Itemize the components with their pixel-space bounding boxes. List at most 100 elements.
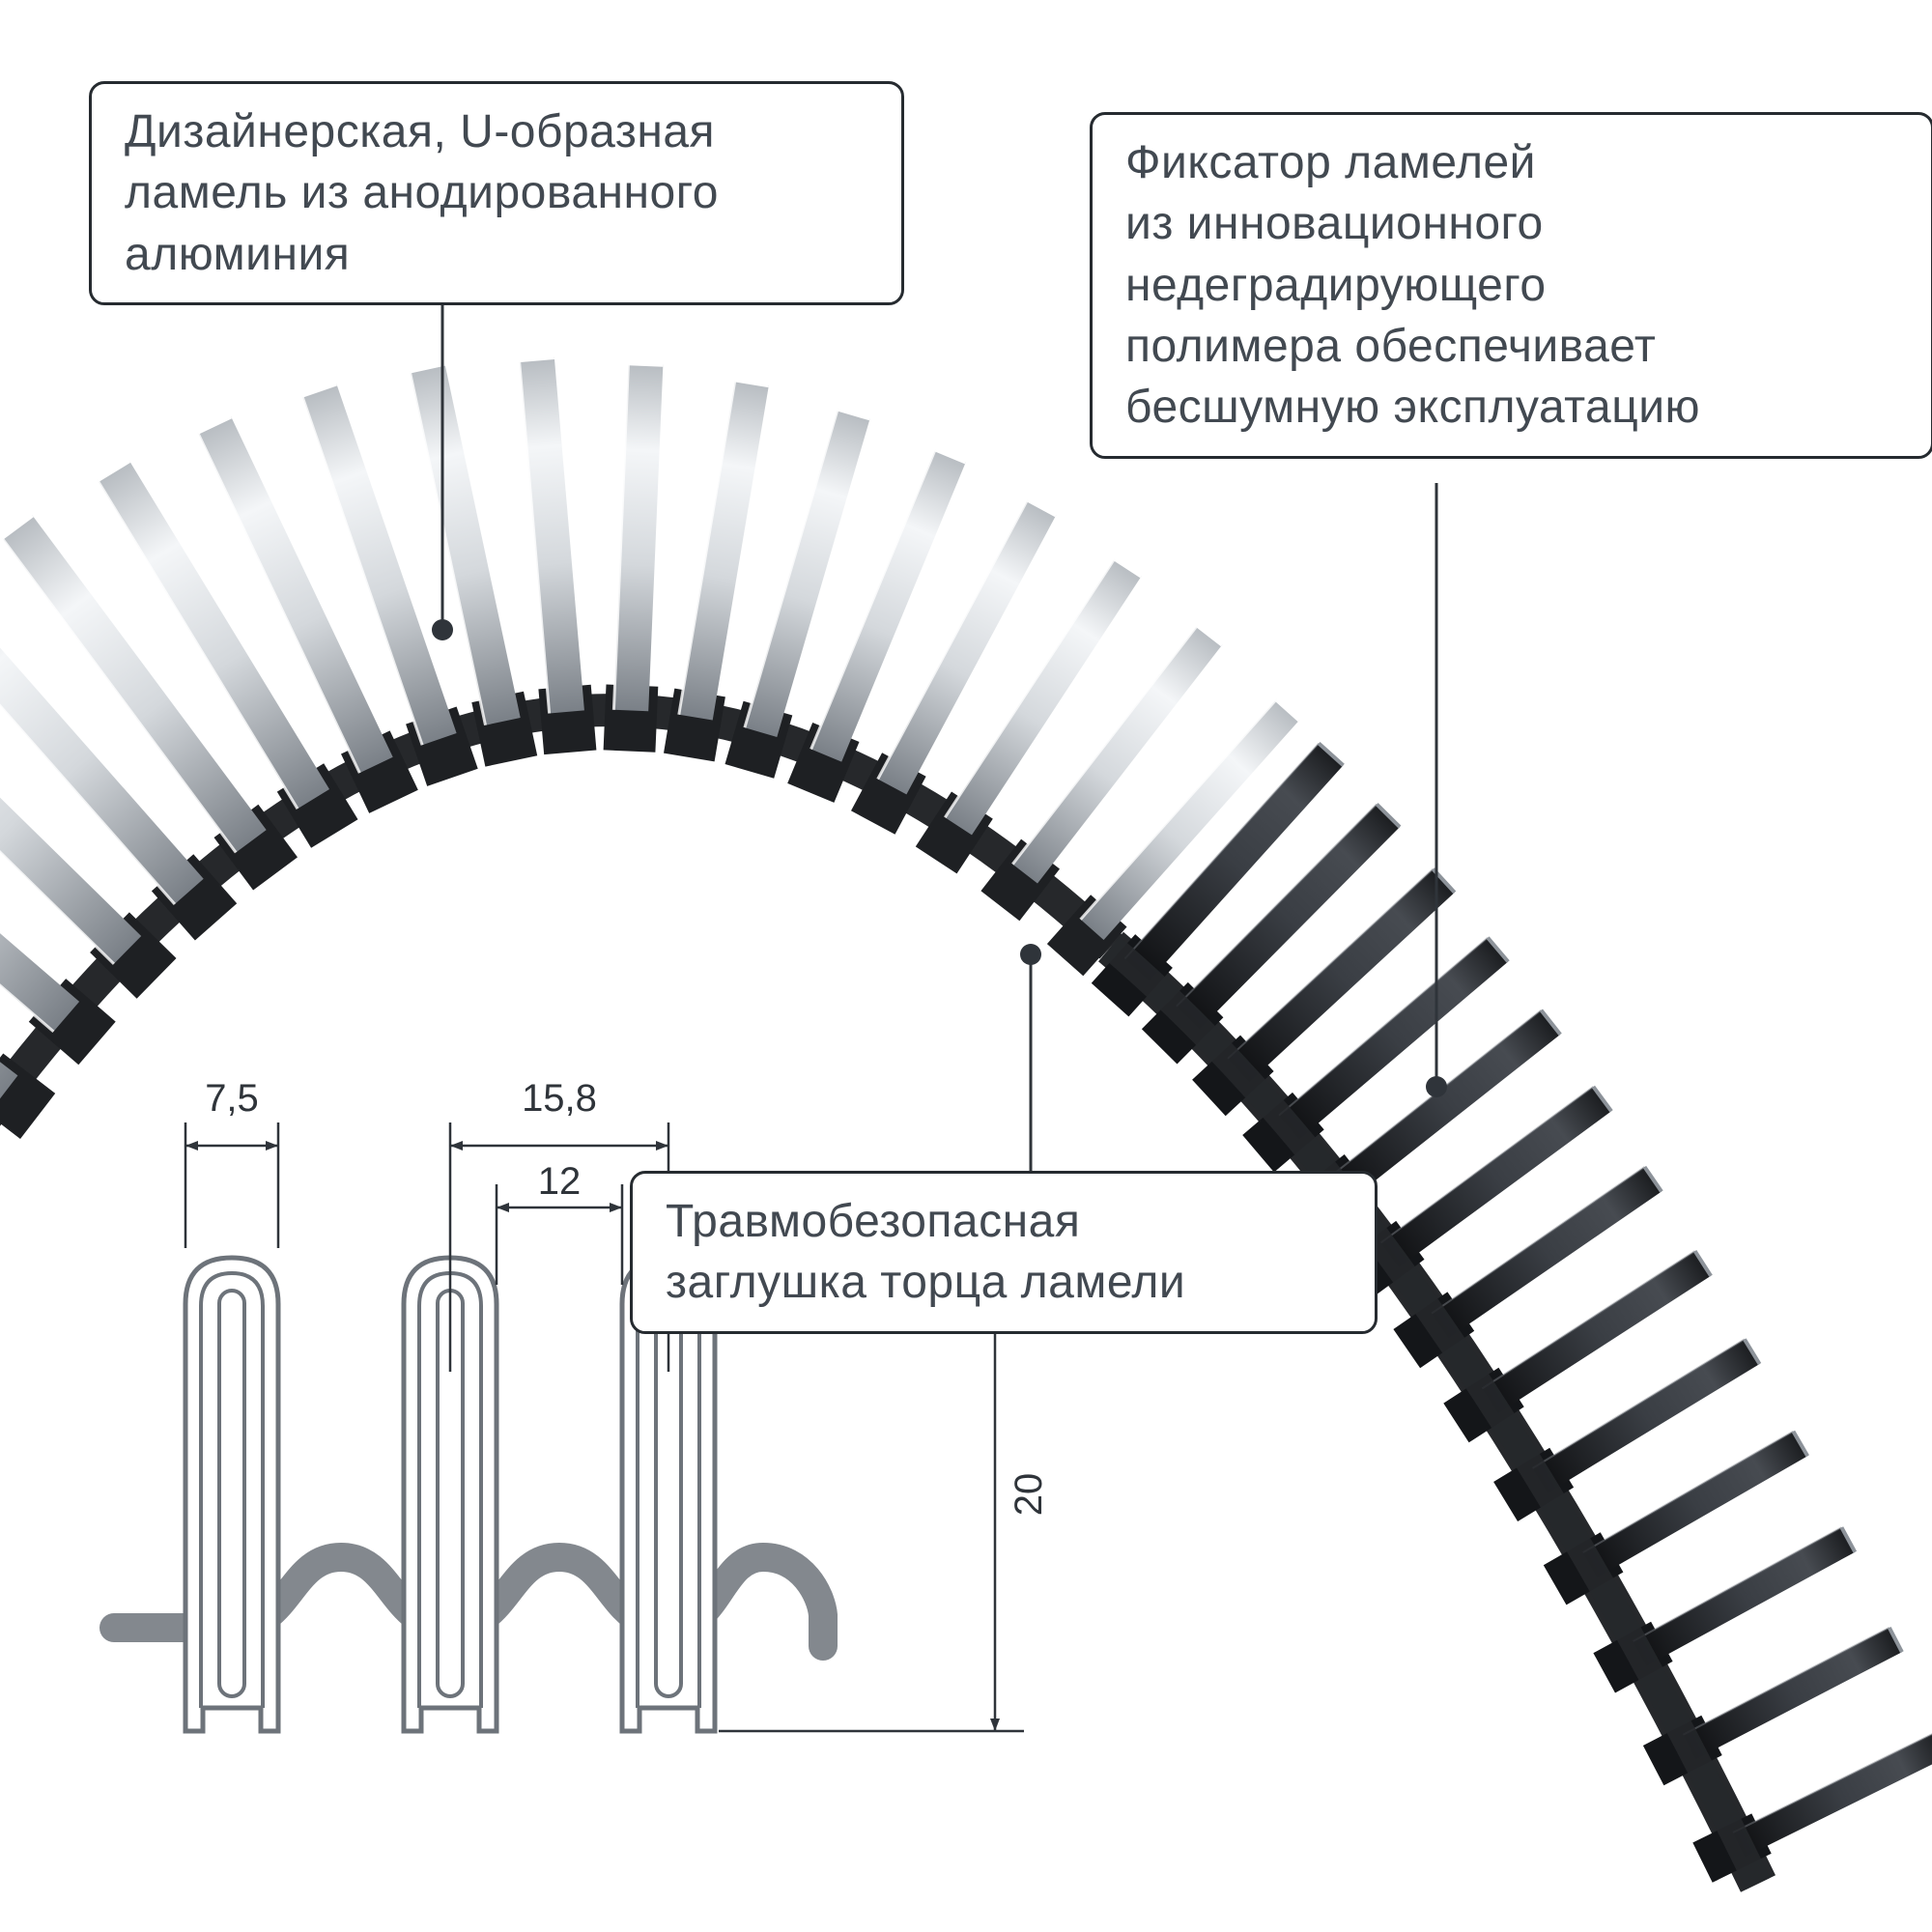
lamella-body xyxy=(197,416,393,774)
lamella-edge-highlight xyxy=(1123,742,1320,960)
lamella xyxy=(408,360,538,767)
lamella-body xyxy=(1329,1009,1561,1202)
lamella-body xyxy=(1176,804,1400,1030)
lamella-tip-edge xyxy=(1274,697,1301,723)
lamella-tip-edge xyxy=(837,406,871,421)
lamella-body xyxy=(0,1062,18,1099)
lamella-edge-highlight xyxy=(0,983,55,1034)
lamella-body xyxy=(1633,1527,1856,1666)
dim-label-gap: 12 xyxy=(538,1160,582,1203)
lamella-body xyxy=(0,797,142,964)
lamella-body xyxy=(1733,1734,1932,1858)
lamella-tip-edge xyxy=(409,360,445,374)
lamella-edge-highlight xyxy=(0,536,238,854)
lamella-tip-edge xyxy=(1791,1430,1809,1458)
lamella-edge-highlight xyxy=(1682,1627,1890,1736)
lamella-body xyxy=(1124,743,1344,981)
lamella-tip-edge xyxy=(1743,1338,1762,1366)
lamella-tip-edge xyxy=(1026,497,1058,518)
lamella xyxy=(0,933,116,1065)
lamella xyxy=(1046,697,1301,977)
lamella-edge-highlight xyxy=(1732,1733,1932,1833)
lamella-body xyxy=(1482,1251,1712,1413)
lamella-body xyxy=(1279,937,1509,1140)
callout-plug: Травмобезопасная заглушка торца ламели xyxy=(630,1171,1378,1334)
lamella-body xyxy=(519,356,584,714)
lamella-edge-highlight xyxy=(944,557,1117,819)
lamella-body xyxy=(97,460,329,810)
lamella xyxy=(0,1053,56,1139)
lamellae-front-run xyxy=(0,355,1301,1139)
xsec-lamella-inner xyxy=(199,1270,265,1708)
lamella-edge-highlight xyxy=(1011,624,1199,866)
lamella-edge-highlight xyxy=(96,479,299,810)
lamella-body xyxy=(1228,868,1455,1083)
lamella-tip-edge xyxy=(0,513,34,540)
lamella xyxy=(851,497,1058,835)
lamella-body xyxy=(744,409,870,737)
lamella-edge-highlight xyxy=(1633,1526,1842,1642)
callout-fixator: Фиксатор ламелей из инновационного недег… xyxy=(1090,112,1932,459)
lamella-body xyxy=(1582,1431,1808,1577)
lamella-tip-edge xyxy=(734,377,770,388)
lamella-tip-edge xyxy=(96,458,131,483)
dim-label-pitch: 15,8 xyxy=(522,1077,597,1120)
lamella-edge-highlight xyxy=(518,359,552,714)
lamella-body xyxy=(0,933,80,1032)
lamella-tip-edge xyxy=(934,446,967,465)
lamella-body xyxy=(678,379,769,721)
lamella-tip-edge xyxy=(1539,1009,1562,1037)
lamella xyxy=(300,381,478,786)
lamella-edge-highlight xyxy=(1176,803,1378,1008)
lamella-body xyxy=(945,558,1142,836)
lamella-tip-edge xyxy=(519,355,555,363)
lamella-body xyxy=(810,449,966,762)
lamella-edge-highlight xyxy=(0,850,115,965)
lamella-edge-highlight xyxy=(677,379,737,715)
lamella-body xyxy=(877,499,1057,795)
lamella-tip-edge xyxy=(1839,1526,1858,1553)
lamella-body xyxy=(1012,625,1223,884)
lamella-body xyxy=(0,647,204,904)
lamella-tip-edge xyxy=(628,360,664,367)
lamella-body xyxy=(410,363,521,725)
lamella-tip-edge xyxy=(1642,1165,1663,1193)
lamella-edge-highlight xyxy=(743,408,839,728)
lamella-tip-edge xyxy=(1591,1085,1613,1113)
lamella-edge-highlight xyxy=(1481,1250,1696,1390)
dimension-lines xyxy=(184,1122,1024,1733)
lamella-tip-edge xyxy=(1888,1626,1904,1654)
lamella-body xyxy=(301,384,457,746)
lamella xyxy=(787,446,967,803)
lamella xyxy=(724,406,871,779)
lamella xyxy=(0,797,177,999)
lamella-edge-highlight xyxy=(1379,1086,1594,1244)
lamella-body xyxy=(1380,1086,1612,1267)
lamella-tip-edge xyxy=(1196,623,1224,647)
lamella-body xyxy=(1,515,267,853)
lamella-edge-highlight xyxy=(1582,1430,1794,1553)
lamella-edge-highlight xyxy=(1079,697,1278,921)
leader-fixator-dot xyxy=(1426,1076,1447,1097)
lamella xyxy=(0,647,238,941)
leader-plug-dot xyxy=(1020,944,1041,965)
lamella-tip-edge xyxy=(1317,742,1345,767)
dim-label-lamella-width: 7,5 xyxy=(205,1077,259,1120)
lamella xyxy=(0,513,298,891)
lamella xyxy=(518,355,597,755)
lamella-edge-highlight xyxy=(0,703,177,905)
xsec-lamella-slot xyxy=(217,1289,246,1698)
lamella-tip-edge xyxy=(1486,936,1510,963)
spine-back-overlay xyxy=(1101,936,1771,1890)
lamella-edge-highlight xyxy=(1532,1338,1746,1469)
leader-lamella-dot xyxy=(432,619,453,640)
lamella-edge-highlight xyxy=(1431,1166,1646,1315)
lamella-tip-edge xyxy=(196,413,233,435)
lamella xyxy=(915,556,1144,874)
lamella-edge-highlight xyxy=(1278,936,1489,1117)
cross-section: 7,5 15,8 12 20 xyxy=(99,1077,1050,1734)
lamella-tip-edge xyxy=(1375,803,1402,829)
lamella-edge-highlight xyxy=(408,370,487,726)
lamella xyxy=(96,458,358,848)
